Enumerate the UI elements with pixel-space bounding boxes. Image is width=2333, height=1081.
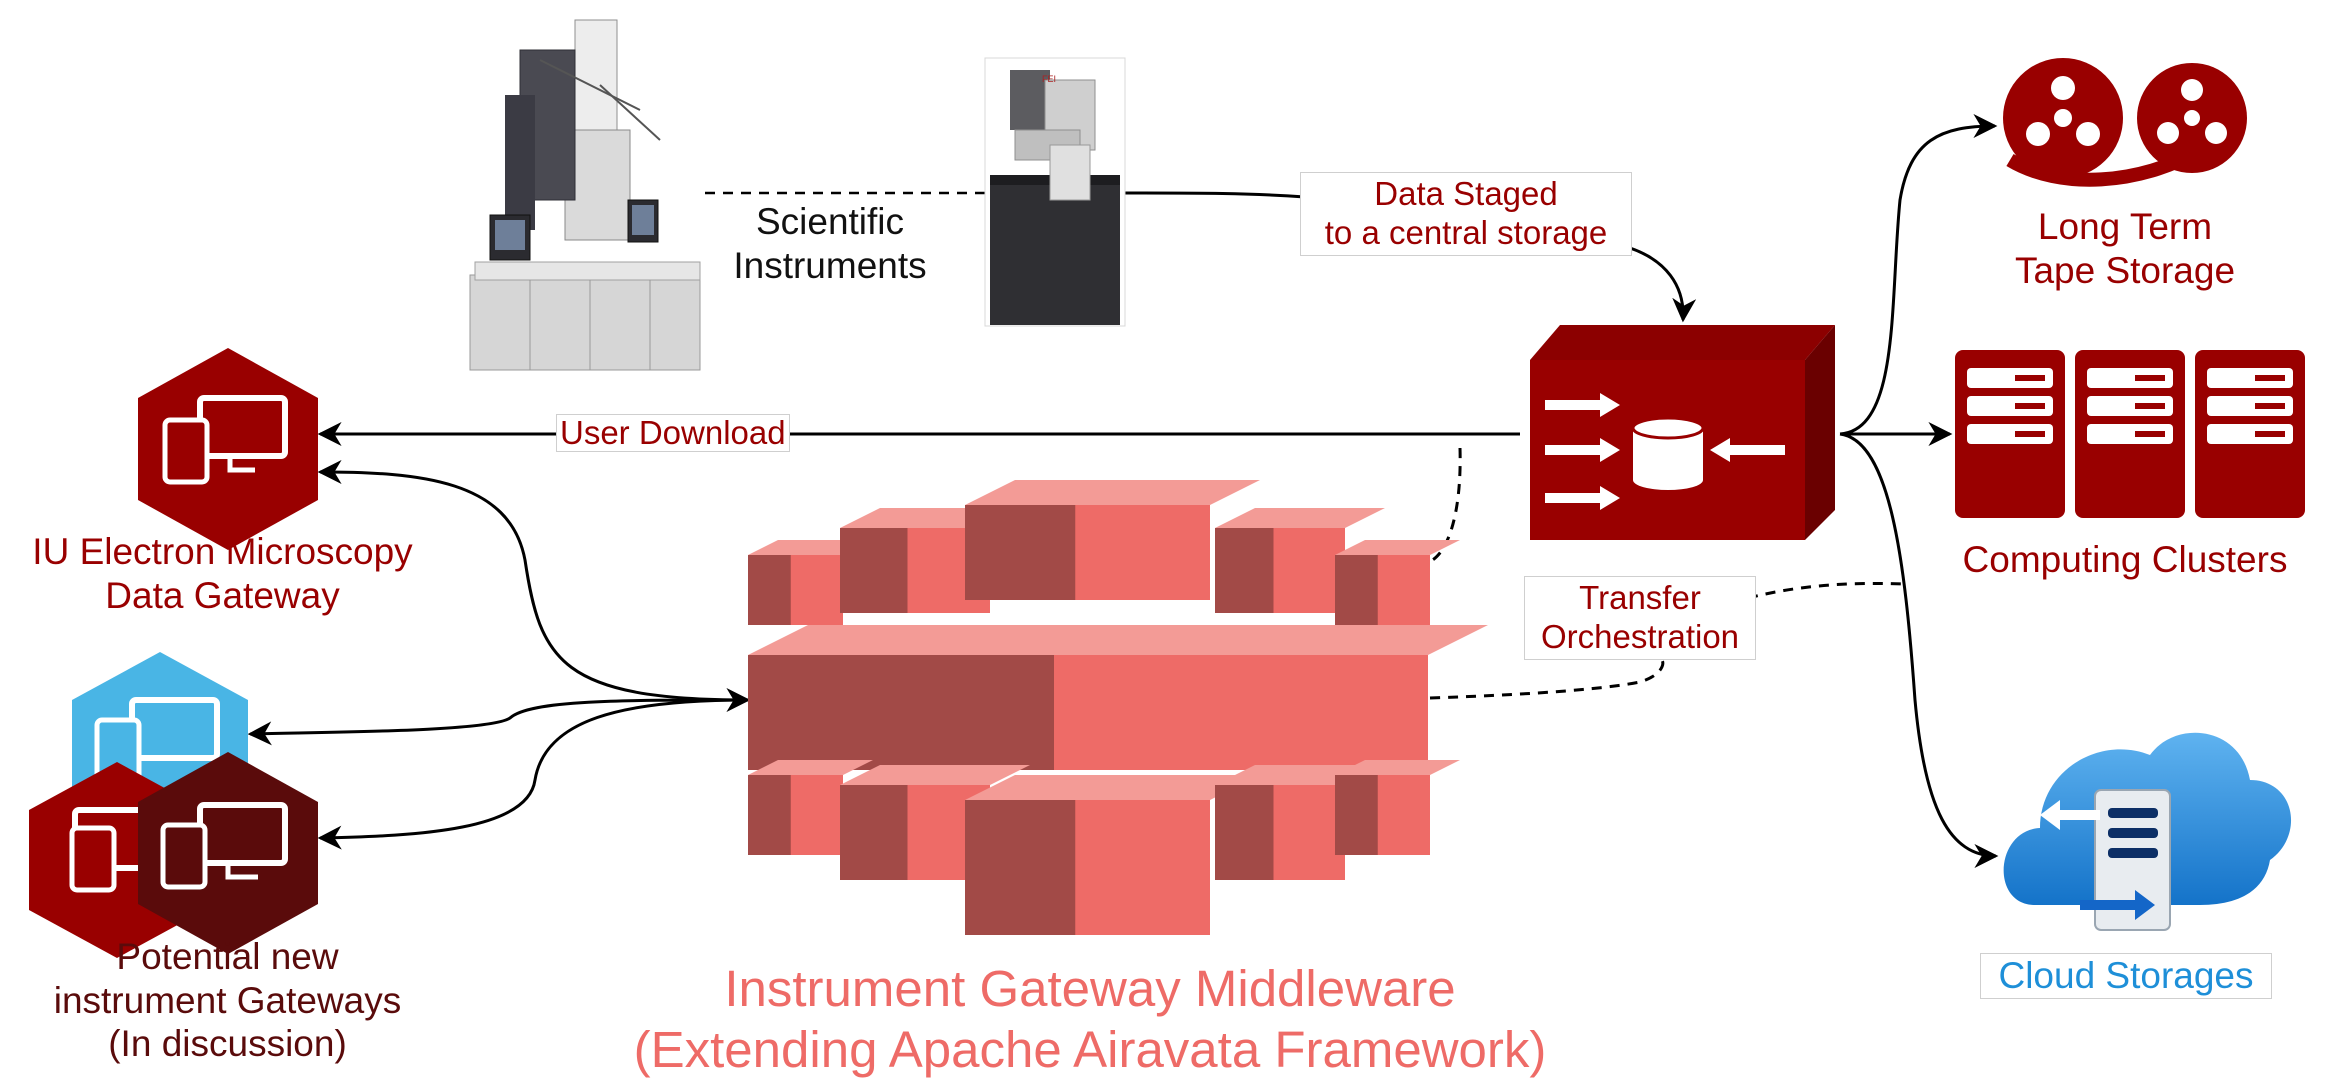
storage-to-tape-arrow — [1839, 114, 1998, 436]
storage-dashed-link — [1424, 447, 1462, 565]
middleware-to-iu-gateway-arrow — [317, 460, 751, 712]
potential-gateways-label: Potential new instrument Gateways (In di… — [53, 936, 402, 1065]
middleware-to-gateway-2-arrow — [247, 698, 749, 746]
middleware-title: Instrument Gateway Middleware (Extending… — [633, 960, 1547, 1079]
gateway-hexagon-icon — [138, 752, 318, 954]
central-storage-cube-icon — [1530, 325, 1835, 540]
cloud-storages-label: Cloud Storages — [1980, 953, 2272, 999]
transfer-orchestration-label: Transfer Orchestration — [1524, 576, 1756, 660]
orchestration-dashed-upper — [1747, 581, 1906, 600]
orchestration-dashed-lower — [1429, 659, 1665, 700]
tem-microscope-photo — [445, 10, 705, 375]
scientific-instruments-label: Scientific Instruments — [733, 201, 927, 286]
storage-to-cloud-arrow — [1839, 432, 1999, 868]
server-rack — [2195, 350, 2305, 518]
sem-microscope-photo: FEI — [984, 57, 1126, 327]
middleware-block — [1335, 540, 1460, 625]
middleware-to-gateway-3-arrow — [317, 698, 749, 850]
data-staged-label: Data Staged to a central storage — [1300, 172, 1632, 256]
server-rack-icon — [1955, 350, 2305, 518]
server-rack — [1955, 350, 2065, 518]
svg-text:FEI: FEI — [1042, 74, 1056, 84]
middleware-block — [1215, 765, 1385, 880]
tape-storage-label: Long Term Tape Storage — [2014, 206, 2236, 291]
sem-to-label-line — [1124, 191, 1306, 199]
server-rack — [2075, 350, 2185, 518]
middleware-block — [748, 760, 873, 855]
middleware-block — [1335, 760, 1460, 855]
data-staged-arrow — [1629, 246, 1697, 323]
gateway-hexagon-icon — [138, 348, 318, 550]
middleware-slab — [748, 625, 1488, 770]
user-download-label: User Download — [556, 414, 790, 453]
middleware-block — [1215, 508, 1385, 613]
iu-gateway-label: IU Electron Microscopy Data Gateway — [32, 531, 413, 616]
middleware-block — [965, 775, 1260, 935]
middleware-block — [965, 480, 1260, 600]
cloud-storage-icon — [2003, 732, 2292, 931]
middleware-blocks-icon — [748, 480, 1488, 935]
tape-reel-icon — [2003, 58, 2247, 187]
computing-clusters-label: Computing Clusters — [1962, 539, 2288, 580]
connectors — [247, 114, 1999, 868]
